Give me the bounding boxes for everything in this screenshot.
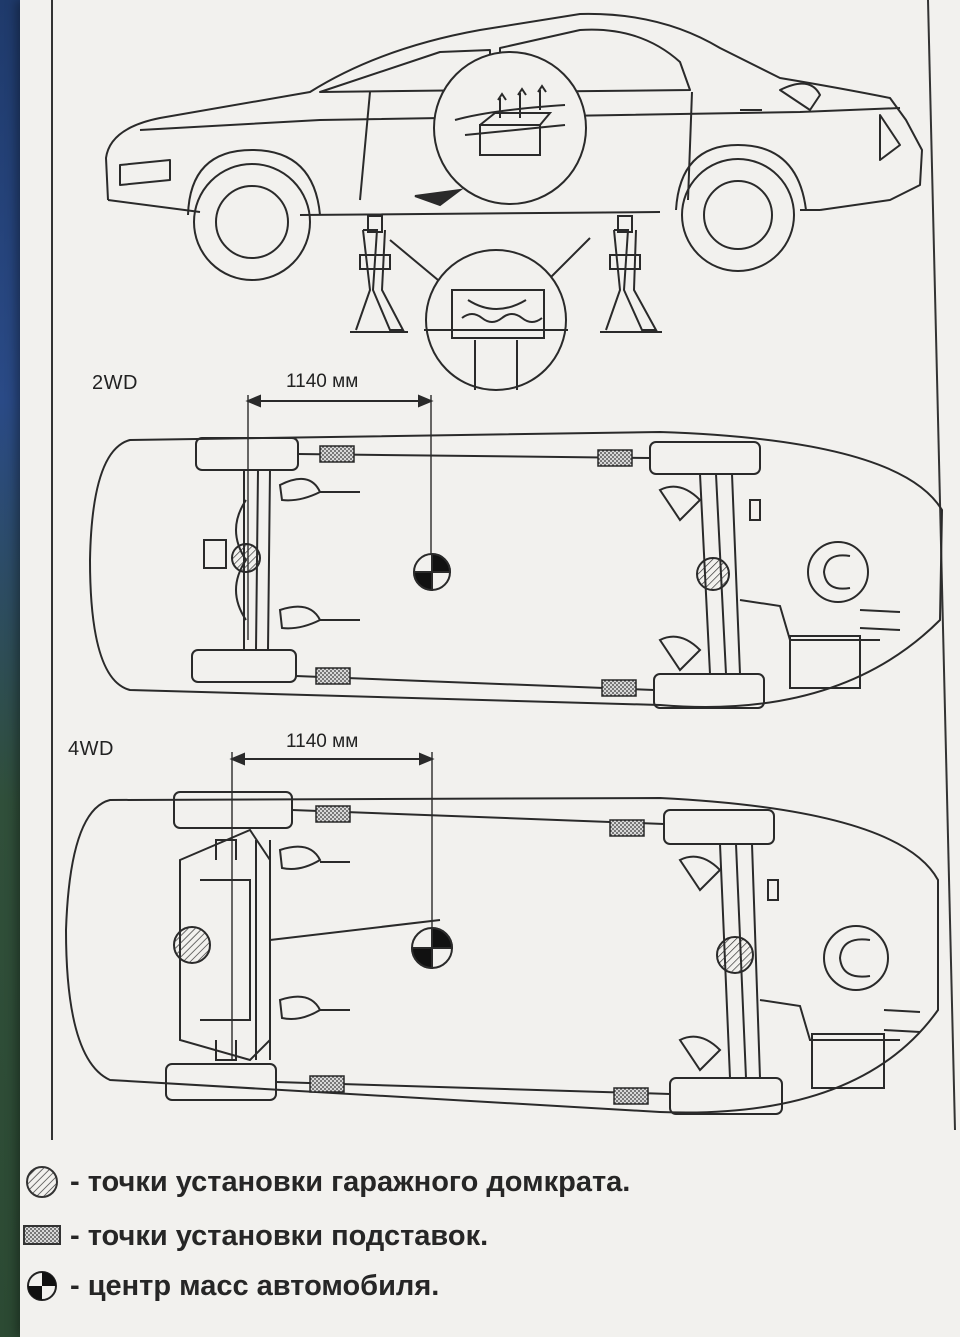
chassis-2wd: [88, 430, 944, 709]
dimension-4wd: [229, 752, 435, 1060]
jack-stand-right: [600, 215, 662, 333]
jack-point-2wd-front: [231, 543, 261, 573]
stand-points-4wd: [309, 805, 649, 1105]
center-of-mass-4wd: [410, 926, 454, 970]
jack-point-2wd-rear: [696, 557, 730, 591]
chassis-4wd: [64, 791, 939, 1115]
legend-stands-row: - точки установки подставок.: [20, 1216, 488, 1256]
jack-stand-left: [350, 215, 408, 333]
dimension-2wd-text: 1140 мм: [286, 371, 359, 392]
dotted-rectangle-icon: [20, 1216, 64, 1256]
inset-jack-detail: [414, 51, 587, 207]
jack-point-4wd-front: [173, 926, 211, 964]
wheel-front-left: [195, 437, 299, 471]
legend-jack-row: - точки установки гаражного домкрата.: [20, 1162, 630, 1202]
lifting-points-diagram: [51, 0, 956, 1140]
legend-center-text: - центр масс автомобиля.: [70, 1269, 440, 1302]
manual-page: 2WD 1140 мм 4WD 1140 мм - точки установк…: [20, 0, 960, 1337]
center-of-mass-2wd: [412, 552, 452, 592]
jack-point-4wd-rear: [716, 936, 754, 974]
wheel-4wd-rear-left: [663, 809, 775, 845]
dimension-2wd: [245, 394, 434, 640]
wheel-rear-right: [653, 673, 765, 709]
wheel-rear-left: [649, 441, 761, 475]
legend-center-row: - центр масс автомобиля.: [20, 1266, 439, 1306]
center-of-mass-icon: [20, 1266, 64, 1306]
wheel-4wd-front-left: [173, 791, 293, 829]
stand-points-2wd: [315, 445, 637, 697]
label-2wd: 2WD: [92, 372, 138, 394]
legend-stands-text: - точки установки подставок.: [70, 1219, 489, 1252]
wheel-4wd-front-right: [165, 1063, 277, 1101]
dimension-4wd-text: 1140 мм: [286, 731, 359, 752]
hatched-circle-icon: [20, 1162, 64, 1202]
wheel-front-right: [191, 649, 297, 683]
inset-stand-detail: [389, 237, 591, 391]
wheel-4wd-rear-right: [669, 1077, 783, 1115]
label-4wd: 4WD: [68, 738, 114, 760]
legend-jack-text: - точки установки гаражного домкрата.: [70, 1165, 631, 1198]
